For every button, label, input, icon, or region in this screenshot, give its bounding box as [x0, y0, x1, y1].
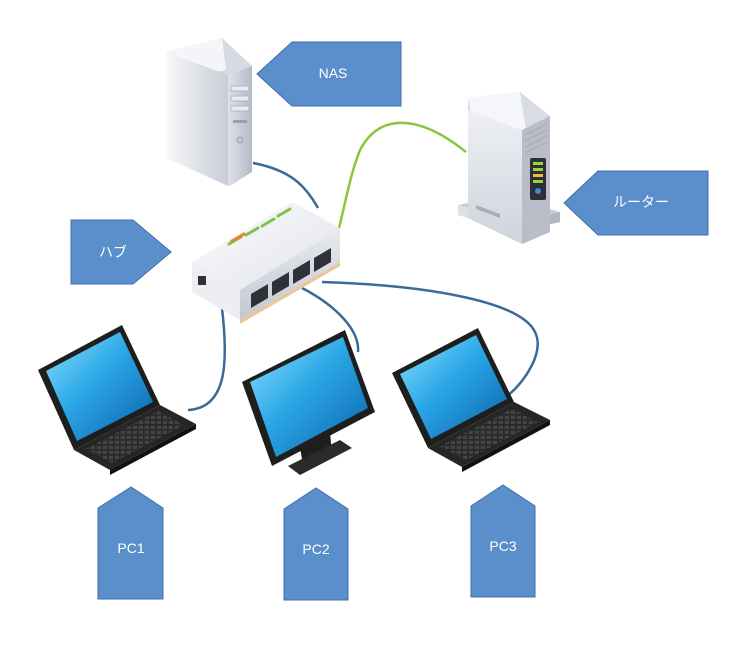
hub-ports [251, 248, 331, 308]
callout-hub: ハブ [70, 219, 172, 285]
pc2-label: PC2 [302, 541, 329, 557]
laptop-icon [38, 325, 196, 475]
callout-pc3: PC3 [470, 484, 536, 598]
cable-hub-pc2 [301, 286, 360, 353]
network-hub-icon [192, 202, 340, 324]
cable-router-hub [336, 121, 467, 233]
callout-router: ルーター [563, 170, 709, 236]
nas-label: NAS [319, 65, 348, 81]
hub-label: ハブ [99, 244, 127, 260]
pc3-label: PC3 [489, 538, 516, 554]
router-icon [458, 92, 560, 244]
cables [187, 121, 539, 412]
cable-hub-pc1 [187, 307, 227, 412]
pc1-label: PC1 [117, 540, 144, 556]
callout-pc1: PC1 [97, 486, 164, 600]
callout-pc2: PC2 [283, 487, 349, 601]
router-label: ルーター [613, 194, 669, 210]
cable-hub-pc3 [321, 280, 539, 399]
tower-server-icon [166, 38, 252, 186]
laptop-icon [392, 328, 550, 472]
monitor-icon [242, 330, 375, 475]
callout-nas: NAS [256, 41, 402, 107]
cable-nas-hub [252, 161, 320, 209]
